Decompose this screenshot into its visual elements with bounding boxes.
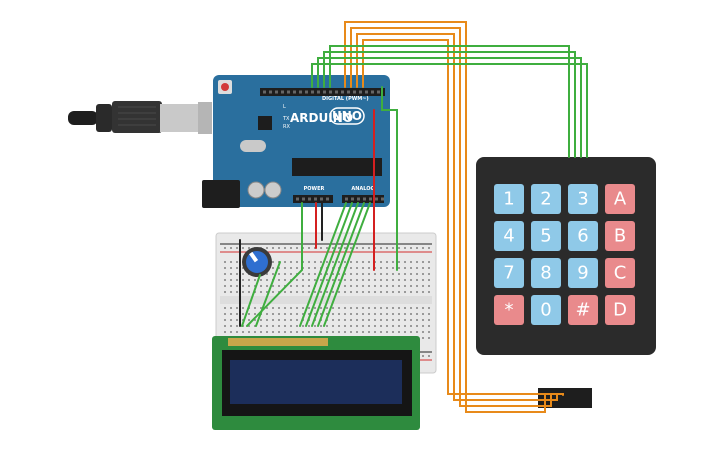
keypad-key-2[interactable]: 2: [531, 184, 561, 214]
usb-cable: [68, 101, 212, 134]
power-label: POWER: [304, 186, 325, 192]
keypad-key-0[interactable]: 0: [531, 295, 561, 325]
keypad-key-1[interactable]: 1: [494, 184, 524, 214]
potentiometer: [242, 247, 272, 277]
uno-text: UNO: [332, 109, 362, 123]
keypad-key-label: 7: [503, 263, 514, 284]
keypad-key-label: #: [575, 300, 590, 321]
keypad-key-label: 1: [503, 189, 514, 210]
atmega-chip: [292, 158, 382, 176]
keypad-key-8[interactable]: 8: [531, 258, 561, 288]
led-rx-label: RX: [283, 124, 290, 130]
keypad-4x4: 1 2 3 A 4 5 6 B 7 8 9 C * 0 # D: [476, 157, 656, 408]
keypad-key-D[interactable]: D: [605, 295, 635, 325]
keypad-key-5[interactable]: 5: [531, 221, 561, 251]
keypad-key-4[interactable]: 4: [494, 221, 524, 251]
keypad-key-label: B: [614, 226, 626, 247]
keypad-key-label: 9: [577, 263, 588, 284]
keypad-key-label: *: [505, 300, 514, 321]
keypad-key-label: D: [613, 300, 627, 321]
keypad-key-label: 6: [577, 226, 588, 247]
keypad-key-label: 0: [540, 300, 551, 321]
wires: [239, 21, 588, 413]
keypad-key-label: 5: [540, 226, 551, 247]
keypad-key-C[interactable]: C: [605, 258, 635, 288]
keypad-keys: 1 2 3 A 4 5 6 B 7 8 9 C * 0 # D: [494, 184, 635, 325]
digital-header: [260, 88, 385, 96]
digital-label: DIGITAL (PWM~): [322, 96, 369, 102]
keypad-key-label: 4: [503, 226, 514, 247]
keypad-key-7[interactable]: 7: [494, 258, 524, 288]
keypad-key-#[interactable]: #: [568, 295, 598, 325]
power-header: [293, 195, 333, 203]
keypad-key-A[interactable]: A: [605, 184, 635, 214]
keypad-key-label: A: [614, 189, 627, 210]
led-l-label: L: [283, 104, 286, 110]
header-pins: [263, 90, 384, 201]
lcd-screen: [230, 360, 402, 404]
lcd-pin-header: [228, 338, 328, 346]
arduino-logo-text: ARDUINO: [290, 111, 353, 125]
keypad-key-label: 8: [540, 263, 551, 284]
lcd-16x2-module: [212, 336, 420, 430]
keypad-key-6[interactable]: 6: [568, 221, 598, 251]
keypad-key-B[interactable]: B: [605, 221, 635, 251]
keypad-key-*[interactable]: *: [494, 295, 524, 325]
keypad-key-9[interactable]: 9: [568, 258, 598, 288]
arduino-uno-board: DIGITAL (PWM~) ARDUINO UNO L TX RX POWER…: [202, 75, 390, 208]
keypad-key-label: 3: [577, 189, 588, 210]
keypad-key-3[interactable]: 3: [568, 184, 598, 214]
keypad-key-label: 2: [540, 189, 551, 210]
keypad-key-label: C: [614, 263, 627, 284]
analog-label: ANALOG: [351, 186, 374, 192]
led-tx-label: TX: [282, 116, 290, 122]
